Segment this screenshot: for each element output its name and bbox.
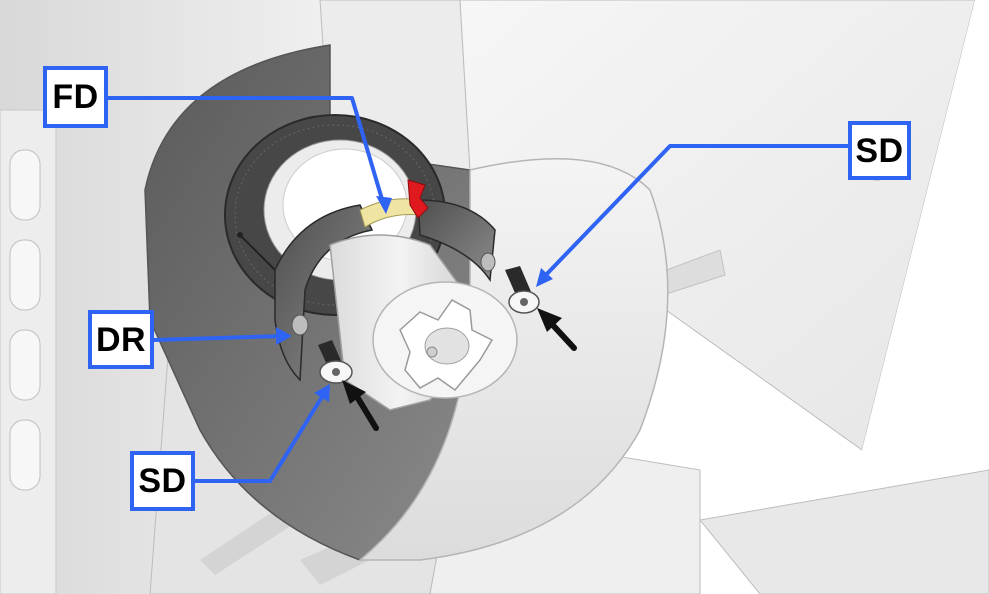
dr-leader-arrowhead	[276, 327, 292, 345]
hub	[329, 234, 518, 411]
sd-bottom-leader	[195, 390, 327, 483]
sd-top-leader	[540, 144, 848, 281]
direction-arrows	[342, 308, 577, 431]
screws	[291, 252, 540, 384]
fd-callout-label: FD	[43, 66, 108, 128]
sd-bottom-leader-arrowhead	[314, 384, 330, 402]
sd-bottom-callout-label: SD	[130, 451, 195, 511]
dr-leader	[153, 334, 285, 342]
sd-top-callout-label: SD	[848, 121, 911, 180]
fd-leader	[108, 96, 386, 207]
fd-leader-arrowhead	[376, 196, 392, 214]
callout-leaders	[108, 96, 848, 483]
dr-callout-label: DR	[88, 310, 154, 369]
split-flange	[274, 179, 496, 382]
hinge-strip	[0, 109, 57, 594]
sd-top-leader-arrowhead	[536, 268, 553, 287]
